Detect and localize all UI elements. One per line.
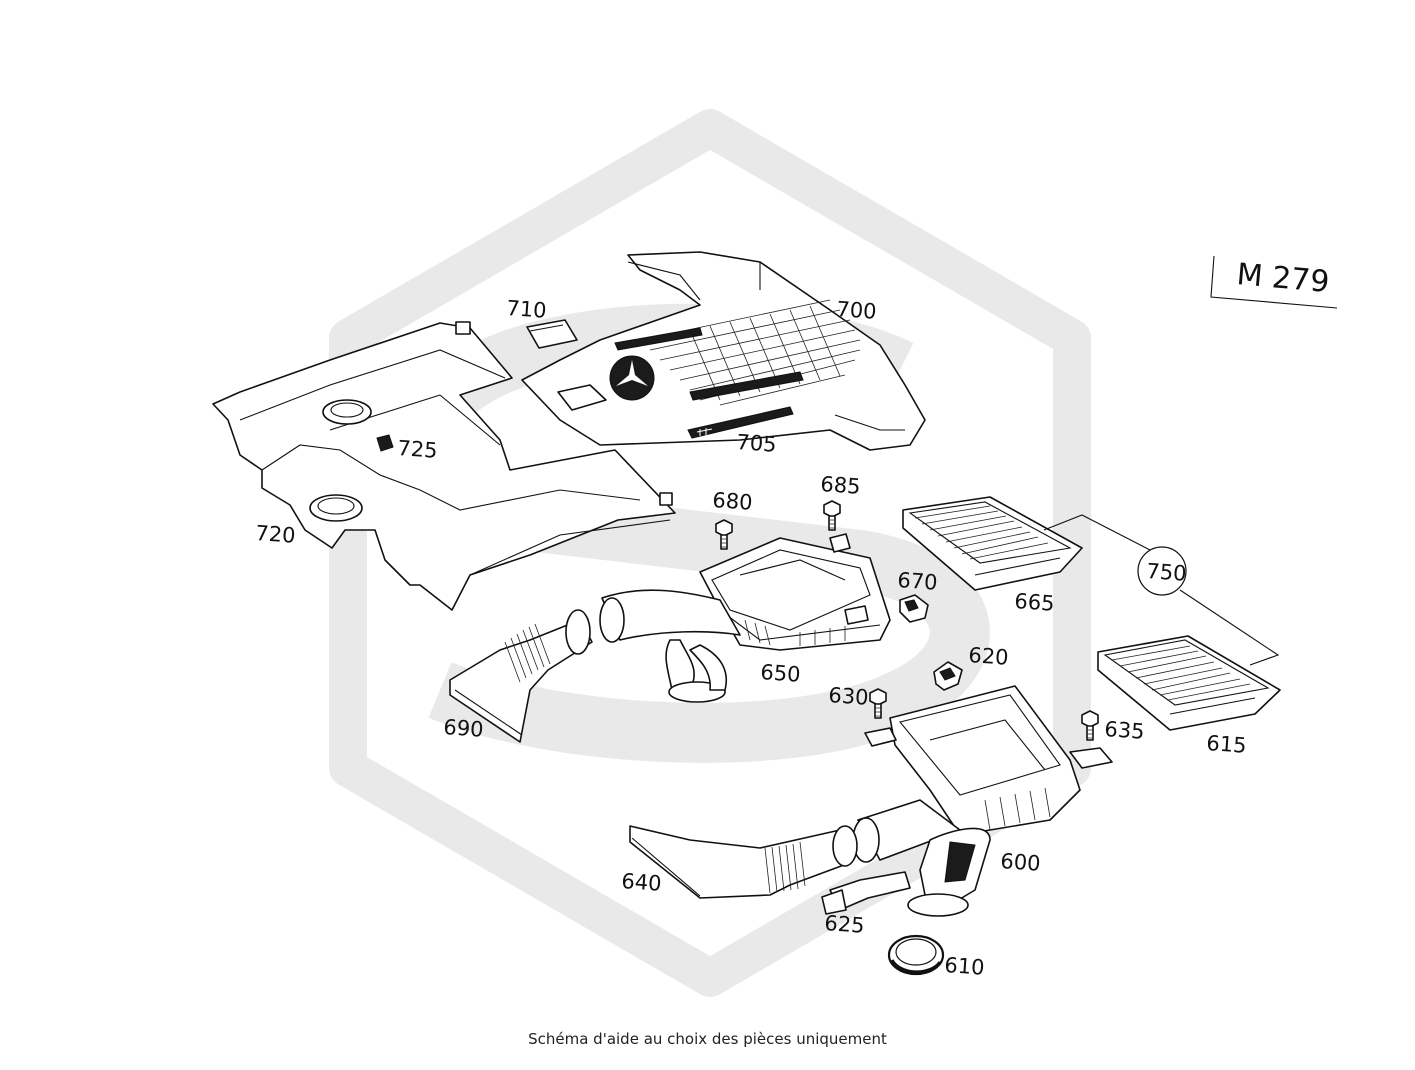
callout-690[interactable]: 690	[443, 715, 485, 742]
part-610-seal-ring[interactable]	[887, 934, 945, 976]
callout-750[interactable]: 750	[1146, 559, 1188, 586]
part-650-air-filter-housing[interactable]	[699, 533, 891, 651]
part-600-air-filter-housing[interactable]	[864, 685, 1113, 836]
part-690-air-duct[interactable]	[449, 609, 593, 743]
part-720-engine-cover-left[interactable]	[212, 321, 676, 611]
part-600-intake-duct[interactable]	[852, 799, 991, 917]
callout-610[interactable]: 610	[944, 953, 986, 980]
callout-625[interactable]: 625	[824, 911, 866, 938]
part-685-bolt[interactable]	[823, 500, 841, 531]
callout-700[interactable]: 700	[836, 297, 878, 324]
part-750-filter-kit[interactable]	[1043, 514, 1280, 666]
part-630-bolt[interactable]	[869, 688, 887, 719]
part-665-air-filter[interactable]	[902, 496, 1083, 591]
part-615-air-filter[interactable]	[1097, 635, 1281, 731]
part-700-engine-cover-center[interactable]	[521, 251, 926, 451]
callout-685[interactable]: 685	[820, 472, 862, 499]
part-640-air-duct[interactable]	[629, 825, 858, 899]
callout-640[interactable]: 640	[621, 869, 663, 896]
callout-725[interactable]: 725	[397, 436, 439, 463]
callout-650[interactable]: 650	[760, 660, 802, 687]
part-725-clip[interactable]	[376, 434, 394, 452]
callout-710[interactable]: 710	[506, 296, 548, 323]
model-label: M 279	[1210, 255, 1338, 309]
diagram-caption: Schéma d'aide au choix des pièces unique…	[528, 1030, 887, 1048]
callout-630[interactable]: 630	[828, 683, 870, 710]
model-label-text: M 279	[1235, 257, 1330, 300]
callout-635[interactable]: 635	[1104, 717, 1146, 744]
part-625-hose[interactable]	[821, 871, 911, 915]
callout-680[interactable]: 680	[712, 488, 754, 515]
callout-615[interactable]: 615	[1206, 731, 1248, 758]
callout-600[interactable]: 600	[1000, 849, 1042, 876]
part-705-amg-badge[interactable]	[687, 406, 794, 439]
callout-705[interactable]: 705	[736, 430, 778, 457]
part-670-sensor[interactable]	[899, 594, 929, 623]
callout-670[interactable]: 670	[897, 568, 939, 595]
callout-665[interactable]: 665	[1014, 589, 1056, 616]
part-650-intake-duct[interactable]	[599, 589, 741, 703]
part-680-bolt[interactable]	[715, 519, 733, 550]
callout-620[interactable]: 620	[968, 643, 1010, 670]
part-620-sensor[interactable]	[933, 661, 963, 691]
callout-720[interactable]: 720	[255, 521, 297, 548]
part-635-bolt[interactable]	[1081, 710, 1099, 741]
part-710-badge[interactable]	[526, 319, 578, 349]
